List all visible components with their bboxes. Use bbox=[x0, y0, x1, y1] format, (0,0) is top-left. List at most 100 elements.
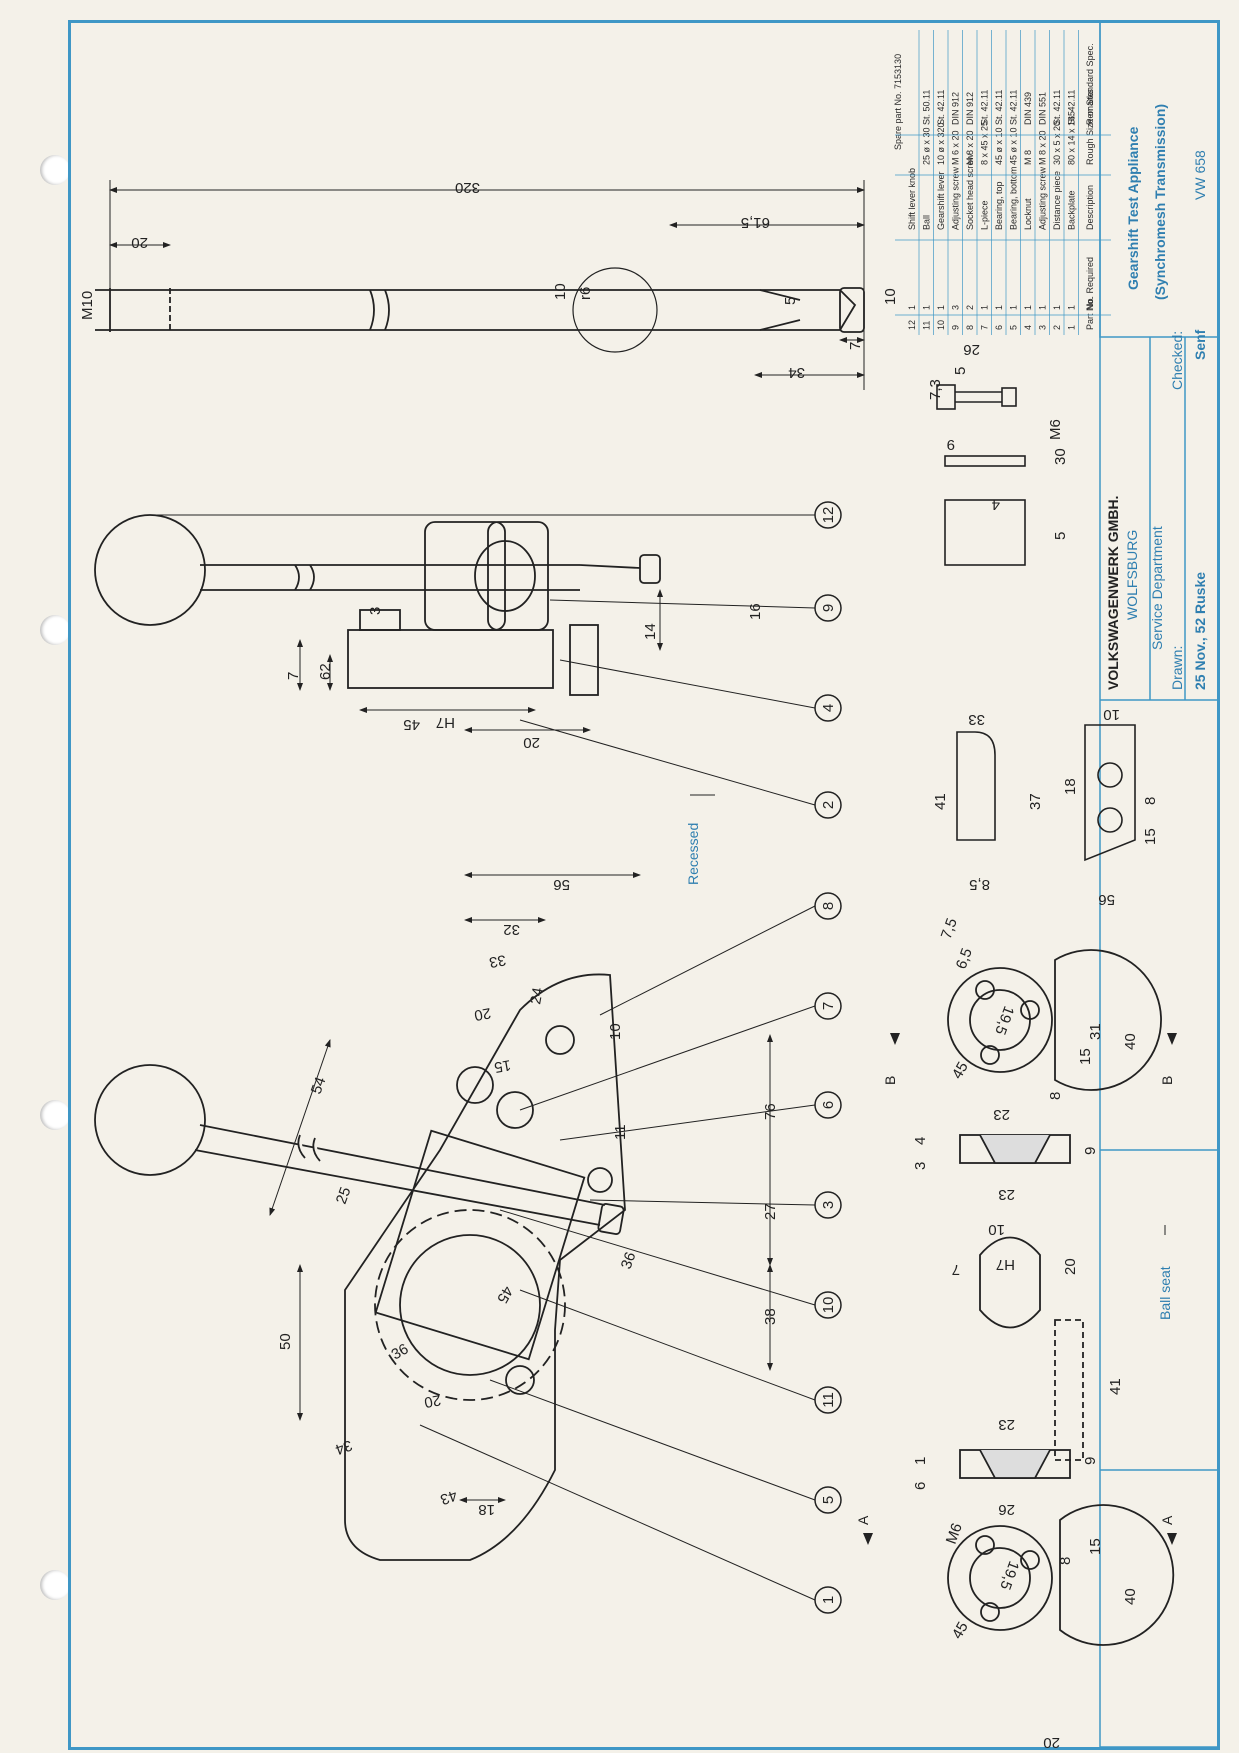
svg-text:20: 20 bbox=[131, 234, 148, 251]
svg-text:4: 4 bbox=[912, 1137, 929, 1145]
parts-table-cell: Adjusting screw bbox=[951, 166, 961, 230]
svg-text:7,5: 7,5 bbox=[938, 916, 961, 941]
svg-text:6: 6 bbox=[912, 1482, 929, 1490]
parts-table-cell: 11 bbox=[922, 321, 932, 330]
parts-table-cell: DIN 551 bbox=[1038, 92, 1048, 125]
punch-hole bbox=[40, 615, 70, 645]
bearing-bottom-view bbox=[947, 1504, 1175, 1646]
svg-text:20: 20 bbox=[473, 1004, 492, 1024]
svg-text:10: 10 bbox=[1103, 706, 1120, 723]
balloon-10 bbox=[814, 1291, 842, 1319]
svg-text:33: 33 bbox=[968, 711, 985, 728]
balloon-leader bbox=[559, 1104, 816, 1141]
company-name: VOLKSWAGENWERK GMBH. bbox=[1105, 496, 1121, 690]
svg-text:H7: H7 bbox=[996, 1256, 1015, 1273]
parts-table-cell: 8 x 45 x 25 bbox=[980, 121, 990, 165]
title-block bbox=[1099, 21, 1219, 1748]
ball-seat-view bbox=[979, 1236, 1041, 1329]
parts-table-cell: St. 42.11 bbox=[1067, 90, 1077, 125]
balloon-number: 12 bbox=[820, 507, 837, 524]
parts-table-cell: DIN 912 bbox=[965, 92, 975, 125]
section-markers: B B A A bbox=[855, 1033, 1177, 1545]
balloon-7 bbox=[814, 992, 842, 1020]
parts-table-cell: 5 bbox=[1009, 325, 1019, 330]
parts-table-cell: 25 ø x 30 bbox=[922, 127, 932, 165]
svg-text:1: 1 bbox=[912, 1457, 929, 1465]
balloon-4 bbox=[814, 694, 842, 722]
balloon-number: 4 bbox=[820, 704, 837, 712]
svg-text:6,5: 6,5 bbox=[953, 946, 976, 971]
svg-text:45: 45 bbox=[949, 1059, 972, 1082]
parts-table-cell: L-piece bbox=[980, 200, 990, 230]
parts-table-header: Remarks bbox=[1085, 88, 1095, 125]
balloon-11 bbox=[814, 1386, 842, 1414]
svg-text:8: 8 bbox=[1142, 797, 1159, 805]
balloon-leader bbox=[419, 1424, 816, 1601]
balloon-number: 11 bbox=[820, 1392, 837, 1408]
svg-text:320: 320 bbox=[455, 179, 480, 196]
parts-table-cell: Locknut bbox=[1023, 198, 1033, 230]
parts-table-cell: Gearshift lever bbox=[936, 171, 946, 230]
parts-table-cell: M 8 x 20 bbox=[965, 130, 975, 165]
bearing-top-view bbox=[947, 949, 1162, 1091]
svg-text:20: 20 bbox=[423, 1391, 442, 1411]
parts-table-cell: 80 x 14 x 165 bbox=[1067, 111, 1077, 165]
svg-text:8: 8 bbox=[1047, 1092, 1064, 1100]
svg-text:7: 7 bbox=[847, 342, 864, 350]
svg-text:9: 9 bbox=[1082, 1147, 1099, 1155]
svg-text:3: 3 bbox=[912, 1162, 929, 1170]
svg-text:23: 23 bbox=[993, 1106, 1010, 1123]
balloon-number: 3 bbox=[820, 1201, 837, 1209]
parts-table-cell: 1 bbox=[1023, 305, 1033, 310]
parts-table-cell: St. 42.11 bbox=[994, 90, 1004, 125]
distance-piece-detail bbox=[944, 455, 1136, 862]
parts-table-cell: 1 bbox=[1052, 305, 1062, 310]
parts-table-cell: St. 42.11 bbox=[936, 90, 946, 125]
checked-value: Senf bbox=[1192, 329, 1208, 360]
svg-text:20: 20 bbox=[1062, 1258, 1079, 1275]
parts-table-header: No. Required bbox=[1085, 257, 1095, 310]
svg-text:3: 3 bbox=[367, 607, 384, 615]
drawing-number: VW 658 bbox=[1192, 150, 1208, 200]
balloon-leader bbox=[599, 905, 816, 1016]
svg-text:23: 23 bbox=[998, 1186, 1015, 1203]
svg-text:36: 36 bbox=[389, 1340, 412, 1363]
svg-text:11: 11 bbox=[612, 1124, 629, 1140]
drawn-value: 25 Nov., 52 Ruske bbox=[1192, 572, 1208, 690]
svg-text:B: B bbox=[882, 1076, 898, 1085]
recessed-label: Recessed bbox=[685, 823, 701, 885]
svg-text:A: A bbox=[855, 1515, 871, 1525]
parts-table-cell: St. 42.11 bbox=[1009, 90, 1019, 125]
assembly-dims bbox=[297, 589, 663, 733]
parts-table-header: Description bbox=[1085, 185, 1095, 230]
bearing-section-b bbox=[959, 1134, 1071, 1164]
lever-dimensions bbox=[109, 180, 865, 390]
balloon-5 bbox=[814, 1486, 842, 1514]
svg-text:9: 9 bbox=[947, 436, 955, 453]
parts-table-cell: St. 50.11 bbox=[922, 90, 932, 125]
svg-text:62: 62 bbox=[317, 663, 334, 680]
svg-text:34: 34 bbox=[333, 1436, 354, 1458]
svg-text:34: 34 bbox=[788, 364, 805, 381]
parts-table-cell: 8 bbox=[965, 325, 975, 330]
balloon-leader bbox=[489, 1379, 816, 1501]
svg-text:41: 41 bbox=[1107, 1378, 1124, 1395]
assembly-side-view bbox=[94, 514, 661, 696]
parts-table-cell: 7 bbox=[980, 325, 990, 330]
svg-text:H7: H7 bbox=[436, 714, 455, 731]
svg-text:27: 27 bbox=[762, 1203, 779, 1220]
svg-text:5: 5 bbox=[1052, 532, 1069, 540]
svg-text:5: 5 bbox=[952, 367, 969, 375]
svg-text:50: 50 bbox=[277, 1333, 294, 1350]
balloon-leader bbox=[519, 719, 816, 806]
parts-table-cell: 1 bbox=[1038, 305, 1048, 310]
parts-table-cell: 30 x 5 x 20 bbox=[1052, 121, 1062, 165]
balloon-number: 5 bbox=[820, 1496, 837, 1504]
parts-table-cell: Bearing, bottom bbox=[1009, 166, 1019, 230]
balloon-number: 7 bbox=[820, 1002, 837, 1010]
svg-text:20: 20 bbox=[523, 734, 540, 751]
parts-table-cell: 1 bbox=[994, 305, 1004, 310]
parts-table-cell: 10 bbox=[936, 320, 946, 330]
parts-table-cell: 1 bbox=[922, 305, 932, 310]
